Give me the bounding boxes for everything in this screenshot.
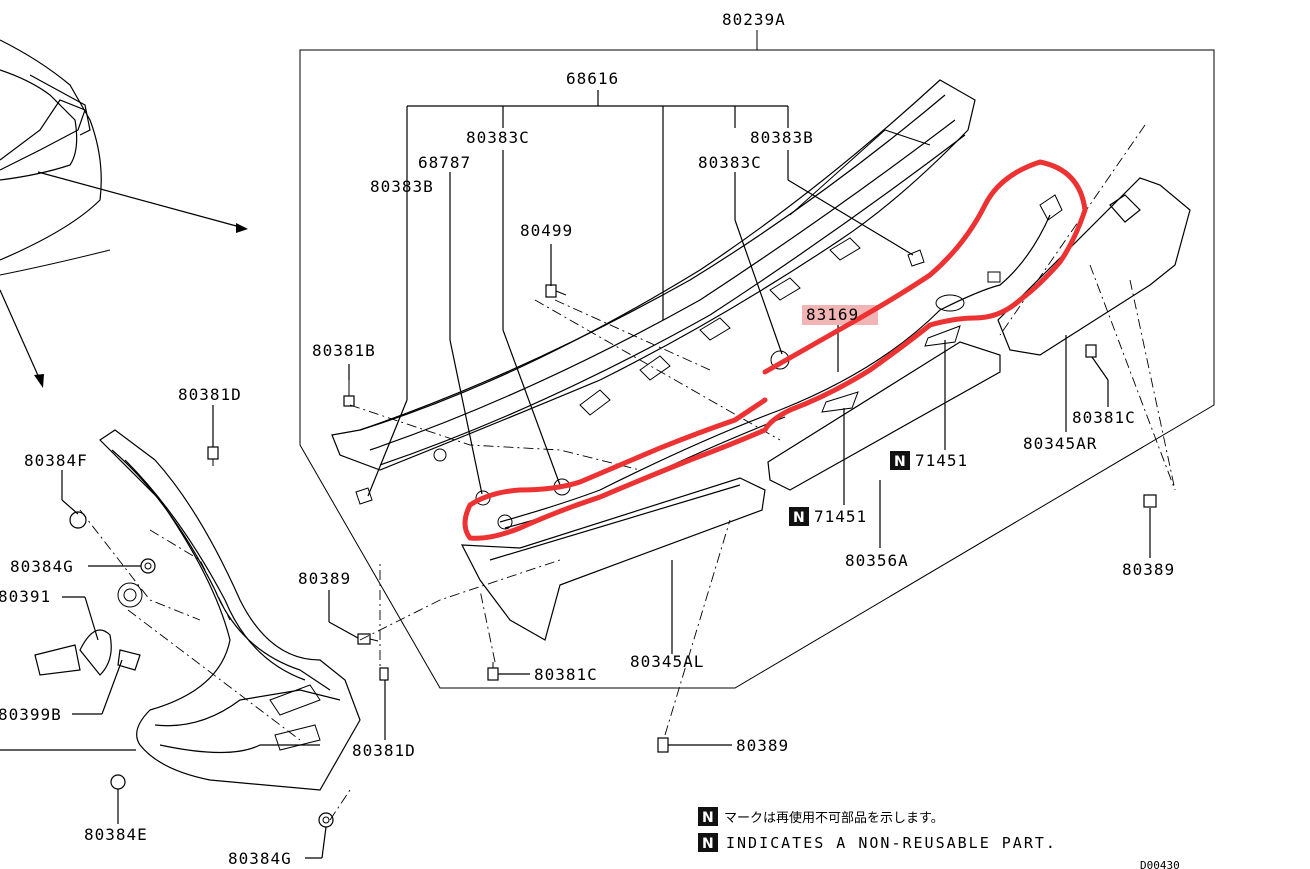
note-en: INDICATES A NON-REUSABLE PART. (726, 834, 1057, 852)
nonreusable-marker: N (789, 507, 809, 526)
bulb-socket (34, 582, 143, 676)
label-80389: 80389 (298, 569, 351, 588)
label-80381D: 80381D (178, 385, 242, 404)
label-80384G: 80384G (10, 557, 74, 576)
bolt-80389-a (357, 633, 379, 645)
nut-80384G-a (140, 558, 156, 574)
label-80356A: 80356A (845, 551, 909, 570)
label-80499: 80499 (520, 221, 573, 240)
assembly-frame (299, 30, 1215, 689)
screw-80381C-a (487, 662, 499, 681)
label-80383B: 80383B (370, 177, 434, 196)
label-80384E: 80384E (84, 825, 148, 844)
spoiler-garnish (331, 79, 976, 506)
clip-80381B (343, 380, 355, 407)
label-80383C: 80383C (698, 153, 762, 172)
screw-80499 (545, 284, 567, 298)
nonreusable-mark: N (702, 810, 714, 826)
red-highlight-outline (462, 159, 1088, 541)
label-68787: 68787 (418, 153, 471, 172)
bolt-80389-c (1143, 494, 1157, 508)
label-80383B: 80383B (750, 128, 814, 147)
legend-notes: N マークは再使用不可部品を示します。 N INDICATES A NON-RE… (698, 807, 1180, 869)
lower-garnish-strips (460, 177, 1191, 641)
nonreusable-mark: N (702, 836, 714, 852)
svg-text:N: N (894, 454, 906, 470)
label-68616: 68616 (566, 69, 619, 88)
label-80239A: 80239A (722, 10, 786, 29)
nonreusable-marker: N (890, 451, 910, 470)
label-80391: 80391 (0, 587, 51, 606)
label-80389: 80389 (736, 736, 789, 755)
label-80381C: 80381C (534, 665, 598, 684)
label-71451: 71451 (814, 507, 867, 526)
vehicle-rear-body (0, 39, 248, 388)
screw-80381D-a (207, 446, 219, 466)
part-labels: 80239A 68616 80383C 80383B 68787 80383C … (0, 10, 1175, 868)
nut-80384G-b (318, 812, 334, 828)
label-80381D: 80381D (352, 741, 416, 760)
screw-80381C-b (1085, 344, 1097, 358)
label-80384F: 80384F (24, 451, 88, 470)
label-80383C: 80383C (466, 128, 530, 147)
label-83169: 83169 (806, 305, 859, 324)
note-jp: マークは再使用不可部品を示します。 (724, 810, 944, 826)
label-80389: 80389 (1122, 560, 1175, 579)
clip-80384F (69, 511, 87, 529)
label-80381C: 80381C (1072, 408, 1136, 427)
label-80399B: 80399B (0, 705, 62, 724)
label-80384G: 80384G (228, 849, 292, 868)
label-80345AL: 80345AL (630, 652, 704, 671)
clip-80384E (110, 774, 126, 790)
label-71451: 71451 (915, 451, 968, 470)
svg-text:N: N (793, 510, 805, 526)
rear-combination-lamp (99, 429, 361, 791)
screw-80381D-b (379, 667, 389, 681)
leader-lines (0, 90, 1151, 859)
bolt-80389-b (657, 737, 669, 753)
label-80345AR: 80345AR (1023, 434, 1097, 453)
diagram-code: D00430 (1140, 859, 1180, 869)
label-80381B: 80381B (312, 341, 376, 360)
